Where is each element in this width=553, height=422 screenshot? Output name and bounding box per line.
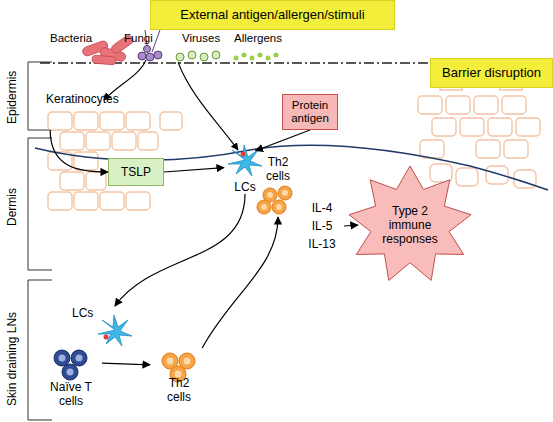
cell-node: Naïve T cells bbox=[40, 344, 102, 408]
response-star: Type 2 immune responses bbox=[348, 166, 472, 284]
flow-arrow bbox=[202, 217, 278, 348]
barrier-box: Barrier disruption bbox=[430, 58, 553, 88]
cell-node: LCs bbox=[72, 306, 138, 348]
flow-arrow bbox=[344, 225, 358, 226]
allergen-symbol bbox=[234, 53, 279, 61]
node-text: Protein antigen bbox=[283, 99, 337, 125]
cytokine-box: TSLP bbox=[108, 158, 164, 186]
langerhans-cell bbox=[228, 145, 262, 176]
node-text: Naïve T cells bbox=[47, 380, 95, 408]
stimulus-label: Fungi bbox=[124, 32, 153, 45]
node-text: LCs bbox=[234, 180, 255, 194]
th2-cell bbox=[257, 186, 292, 214]
node-text: Barrier disruption bbox=[442, 66, 541, 80]
node-text: Th2 cells bbox=[162, 376, 196, 404]
stimulus-label: Bacteria bbox=[50, 32, 92, 45]
keratinocyte-cells bbox=[48, 112, 182, 210]
antigen-box: Protein antigen bbox=[282, 94, 338, 130]
flow-arrow bbox=[256, 130, 311, 151]
stimulus-label: Allergens bbox=[234, 32, 282, 45]
cell-node: Th2 cells bbox=[256, 155, 300, 217]
naive-t-cell bbox=[54, 350, 87, 380]
node-text: LCs bbox=[72, 306, 93, 320]
node-text: Type 2 immune responses bbox=[377, 204, 443, 246]
cell-group-label: Keratinocytes bbox=[46, 92, 150, 130]
flow-arrow bbox=[115, 194, 245, 306]
stimulus-label: Viruses bbox=[182, 32, 220, 45]
node-text: Th2 cells bbox=[261, 155, 295, 183]
leader-arrow bbox=[178, 62, 238, 150]
stimulus-box: External antigen/allergen/stimuli bbox=[150, 0, 395, 30]
layer-label: Skin draining LNs bbox=[6, 312, 19, 406]
star-outline bbox=[349, 166, 471, 280]
flow-arrow bbox=[102, 363, 150, 365]
node-text: IL-4 IL-5 IL-13 bbox=[304, 199, 340, 253]
flow-arrow bbox=[50, 130, 108, 172]
cell-node: LCs bbox=[224, 146, 266, 194]
basement-membrane bbox=[35, 145, 548, 190]
node-text: Keratinocytes bbox=[46, 92, 119, 106]
layer-label: Epidermis bbox=[6, 71, 19, 124]
cytokine-list: IL-4 IL-5 IL-13 bbox=[300, 196, 344, 256]
node-text: TSLP bbox=[121, 165, 151, 179]
virus-symbol bbox=[176, 51, 220, 61]
flow-arrow bbox=[164, 168, 224, 172]
langerhans-cell bbox=[98, 315, 132, 346]
layer-label: Dermis bbox=[6, 188, 19, 226]
cell-node: Th2 cells bbox=[150, 348, 208, 404]
node-text: External antigen/allergen/stimuli bbox=[180, 8, 364, 22]
